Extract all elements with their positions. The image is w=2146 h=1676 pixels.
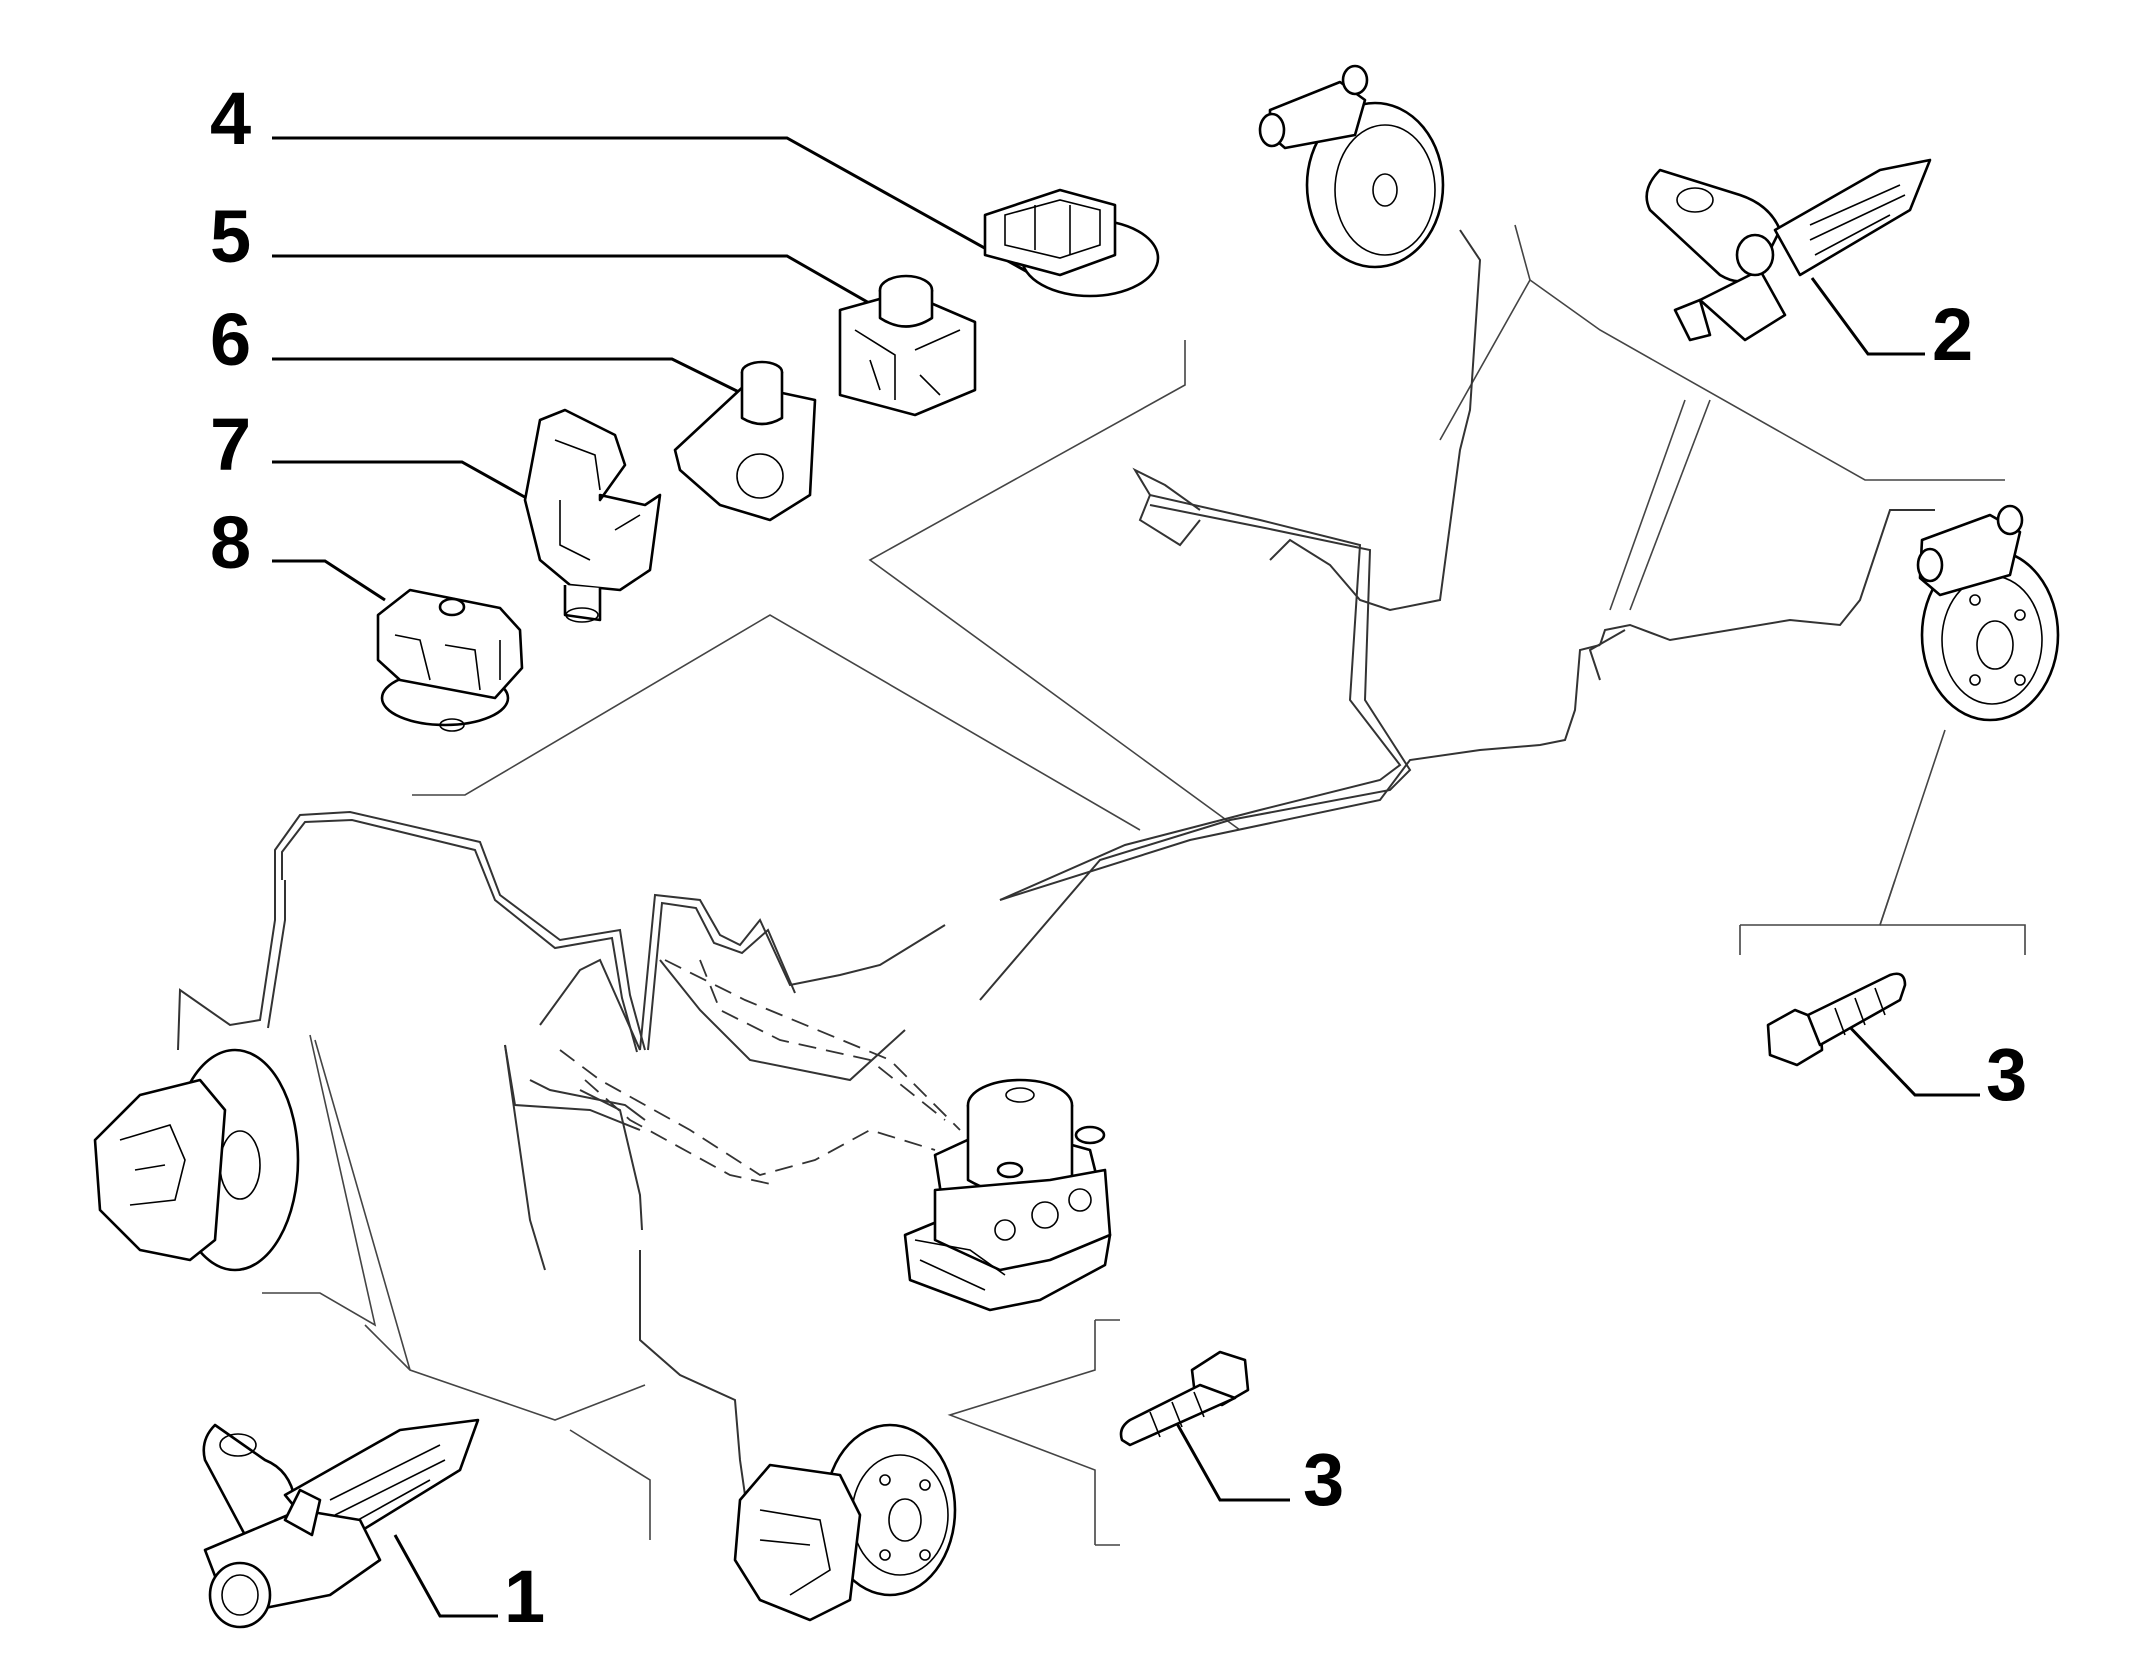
part-7-clip: [523, 408, 662, 623]
callout-number-5: 5: [210, 195, 251, 278]
callout-number-1: 1: [504, 1555, 545, 1638]
leader-line-1: [393, 1534, 498, 1618]
rear-right-hub: [1916, 504, 2060, 722]
part-4-clip: [983, 188, 1160, 298]
abs-hydraulic-unit: [903, 1078, 1112, 1312]
part-6-bracket: [673, 360, 817, 522]
callout-number-8: 8: [210, 501, 251, 584]
part-1-abs-sensor: [202, 1418, 480, 1629]
brake-pipes: [177, 229, 1935, 1496]
front-right-disc: [733, 1423, 957, 1622]
callout-number-4: 4: [210, 77, 251, 160]
callout-number-3-bottom: 3: [1303, 1438, 1344, 1521]
leader-line-3-bottom: [1173, 1419, 1290, 1502]
grouping-lines: [262, 224, 2026, 1546]
leader-line-7: [272, 460, 531, 502]
leader-line-6: [272, 357, 746, 397]
part-3-bolt-right: [1766, 972, 1907, 1067]
callout-number-2: 2: [1932, 293, 1973, 376]
leader-line-5: [272, 254, 891, 317]
leader-lines: [272, 136, 1980, 1618]
part-5-clip: [838, 274, 977, 417]
leader-line-4: [272, 136, 1061, 292]
dashed-connection-lines: [559, 959, 961, 1186]
leader-line-8: [272, 559, 386, 602]
part-8-clip: [376, 588, 524, 732]
part-3-bolt-bottom: [1119, 1350, 1250, 1447]
front-left-disc: [93, 1048, 300, 1272]
rear-drum-top: [1258, 64, 1445, 269]
callout-number-3-right: 3: [1986, 1033, 2027, 1116]
callout-number-7: 7: [210, 403, 251, 486]
callout-number-6: 6: [210, 298, 251, 381]
part-2-abs-sensor: [1645, 158, 1932, 342]
leader-line-3-right: [1841, 1018, 1980, 1097]
leader-line-2: [1810, 277, 1925, 356]
